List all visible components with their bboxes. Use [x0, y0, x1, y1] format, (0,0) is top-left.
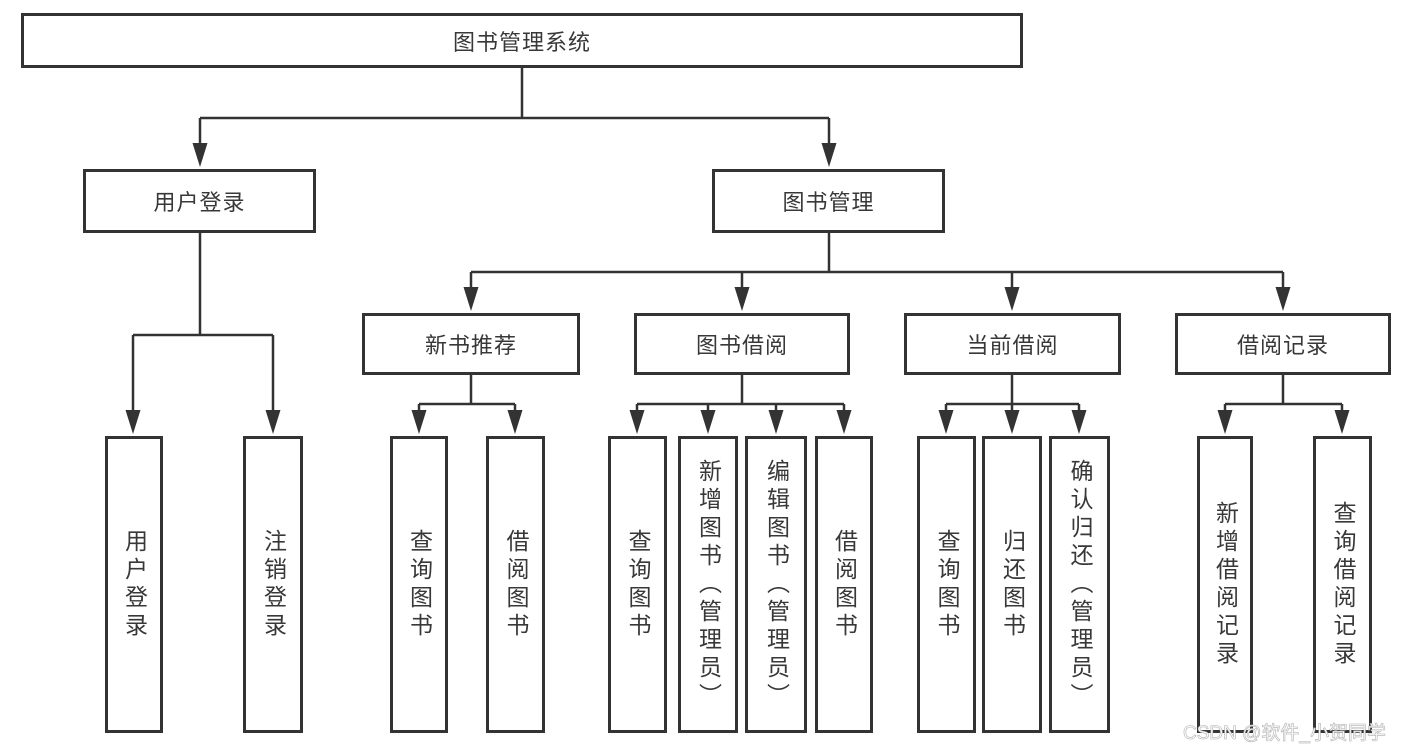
node-label: 借阅记录 [1236, 333, 1329, 358]
leaf-label: 查询图书 [406, 528, 433, 641]
node-book-management: 图书管理 [712, 169, 945, 233]
node-label: 新书推荐 [424, 333, 517, 358]
leaf-query-borrow-record: 查询借阅记录 [1313, 436, 1372, 733]
leaf-label: 用户登录 [121, 528, 148, 641]
leaf-logout: 注销登录 [243, 436, 303, 733]
leaf-label: 新增借阅记录 [1212, 500, 1239, 669]
node-new-book-recommend: 新书推荐 [362, 313, 580, 375]
node-current-borrowing: 当前借阅 [904, 313, 1121, 375]
leaf-query-books-borrowing: 查询图书 [608, 436, 667, 733]
leaf-edit-books-admin: 编辑图书（管理员） [745, 436, 807, 733]
leaf-query-books-current: 查询图书 [917, 436, 976, 733]
leaf-label: 借阅图书 [503, 528, 529, 641]
node-label: 用户登录 [153, 190, 246, 215]
leaf-borrow-books-recommend: 借阅图书 [486, 436, 545, 733]
leaf-label: 查询图书 [625, 528, 651, 641]
leaf-borrow-books: 借阅图书 [815, 436, 873, 733]
leaf-label: 归还图书 [999, 528, 1026, 641]
leaf-user-login: 用户登录 [105, 436, 163, 733]
node-user-login: 用户登录 [83, 169, 316, 233]
leaf-label: 查询借阅记录 [1330, 500, 1356, 669]
leaf-return-books: 归还图书 [982, 436, 1042, 733]
leaf-label: 新增图书（管理员） [695, 458, 722, 711]
node-label: 当前借阅 [966, 333, 1059, 358]
leaf-label: 借阅图书 [831, 528, 858, 641]
node-label: 图书借阅 [695, 333, 788, 358]
leaf-confirm-return-admin: 确认归还（管理员） [1049, 436, 1110, 733]
leaf-add-books-admin: 新增图书（管理员） [678, 436, 738, 733]
node-label: 图书管理系统 [452, 29, 591, 55]
csdn-watermark: CSDN @软件_小贺同学 [1183, 723, 1387, 745]
leaf-add-borrow-record: 新增借阅记录 [1197, 436, 1253, 733]
leaf-label: 确认归还（管理员） [1067, 458, 1093, 711]
node-borrowing-records: 借阅记录 [1175, 313, 1391, 375]
leaf-label: 编辑图书（管理员） [763, 458, 790, 711]
leaf-label: 注销登录 [260, 528, 287, 641]
node-label: 图书管理 [782, 190, 875, 215]
leaf-query-books-recommend: 查询图书 [390, 436, 448, 733]
node-library-management-system: 图书管理系统 [21, 13, 1023, 68]
node-book-borrowing: 图书借阅 [634, 313, 850, 375]
leaf-label: 查询图书 [934, 528, 960, 641]
